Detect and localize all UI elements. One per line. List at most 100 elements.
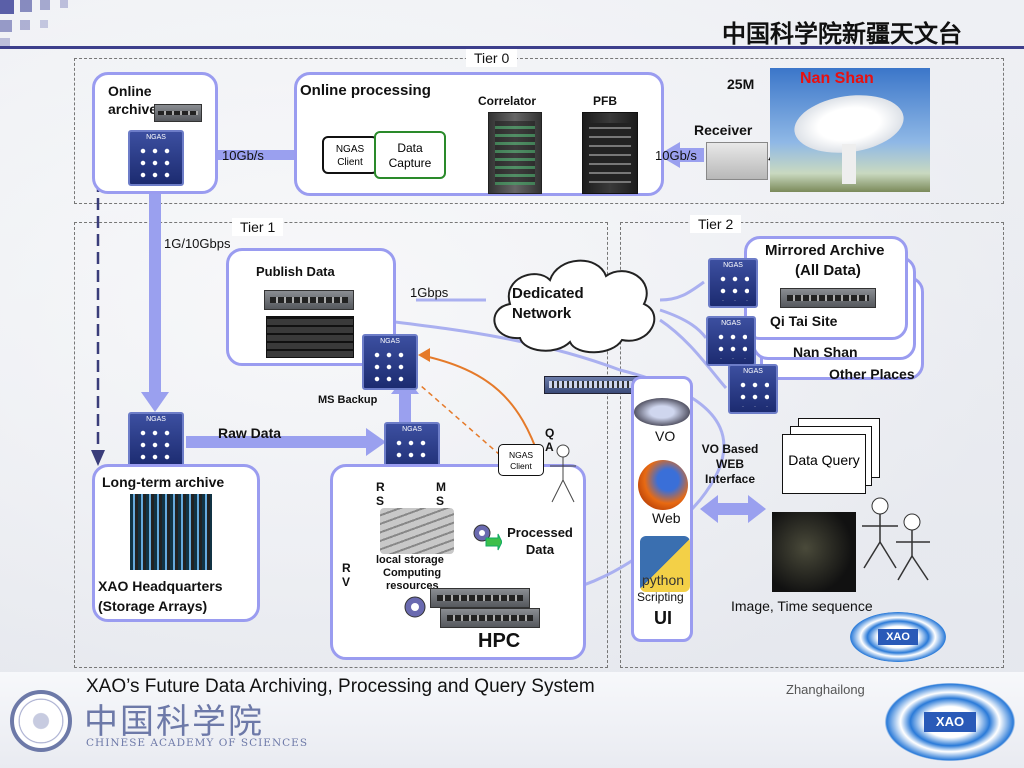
ui-label: UI xyxy=(654,608,672,628)
ms-text: M S xyxy=(436,480,446,508)
cas-chinese-name: 中国科学院 xyxy=(84,702,264,742)
xao-logo-large: XAO xyxy=(880,680,1020,764)
rs-text: R S xyxy=(376,480,385,508)
data-query-doc: Data Query xyxy=(782,434,866,494)
mirror-ngas-icon-1: NGAS xyxy=(708,258,758,308)
qa-label: Q A xyxy=(545,426,555,454)
online-archive-ngas-icon: NGAS xyxy=(128,130,184,186)
receiver-device xyxy=(706,142,768,180)
network-switch xyxy=(544,376,644,394)
xao-logo-small-text: XAO xyxy=(878,629,918,645)
vo-web-label: VO Based WEB Interface xyxy=(698,442,762,487)
xao-logo-large-text: XAO xyxy=(924,712,976,732)
rate-right: 10Gb/s xyxy=(655,148,697,163)
rv-label: R V xyxy=(342,561,352,589)
publish-server-array xyxy=(266,316,354,358)
image-time-label: Image, Time sequence xyxy=(731,598,873,614)
site-name-label: Nan Shan xyxy=(800,70,874,87)
vo-web-text: VO Based WEB Interface xyxy=(701,442,759,486)
data-capture-text: Data Capture xyxy=(388,141,432,170)
cas-english-name: CHINESE ACADEMY OF SCIENCES xyxy=(86,737,309,749)
tier1-box xyxy=(74,222,608,668)
xao-logo-small: XAO xyxy=(850,612,946,662)
mirrored-archive-label: Mirrored Archive xyxy=(765,242,885,259)
ngas-client-text: NGAS Client xyxy=(335,144,365,168)
dedicated-network-text: Dedicated Network xyxy=(512,285,584,322)
dish-size-label: 25M xyxy=(727,76,755,92)
storage-arrays-label: (Storage Arrays) xyxy=(98,598,208,614)
online-archive-label: Online archive xyxy=(108,83,158,117)
mirror-ngas-icon-2: NGAS xyxy=(706,316,756,366)
publish-server-top xyxy=(264,290,354,310)
nanshan-label: Nan Shan xyxy=(793,344,858,360)
firefox-icon[interactable] xyxy=(638,460,688,510)
ngas-client-box: NGAS Client xyxy=(322,136,378,174)
data-query-text: Data Query xyxy=(788,452,860,468)
telescope-photo xyxy=(770,68,930,192)
link-rate-label: 1G/10Gbps xyxy=(164,236,231,251)
scripting-label: Scripting xyxy=(637,590,684,604)
rs-label: R S xyxy=(376,480,386,508)
vo-label: VO xyxy=(655,428,676,444)
publish-ngas-icon: NGAS xyxy=(362,334,418,390)
local-storage-label: local storage xyxy=(376,554,444,566)
other-places-label: Other Places xyxy=(829,366,915,382)
data-capture-box: Data Capture xyxy=(374,131,446,179)
dedicated-network-label: Dedicated Network xyxy=(512,284,612,324)
hpc-label: HPC xyxy=(478,630,521,652)
qitai-label: Qi Tai Site xyxy=(770,313,838,329)
correlator-rack xyxy=(488,112,542,194)
image-sequence-photo xyxy=(772,512,856,592)
ms-backup-label: MS Backup xyxy=(318,394,378,406)
pfb-rack xyxy=(582,112,638,194)
longterm-archive-label: Long-term archive xyxy=(102,474,225,490)
web-label: Web xyxy=(652,510,681,526)
python-logo-icon[interactable] xyxy=(640,536,690,592)
compute-gear-icon xyxy=(400,592,430,622)
dedicated-network-cloud xyxy=(480,248,666,360)
hpc-server-1 xyxy=(430,588,530,608)
receiver-label: Receiver xyxy=(694,122,753,138)
cas-emblem-icon xyxy=(10,690,72,752)
storage-arrays-photo xyxy=(130,494,212,570)
online-archive-server xyxy=(154,104,202,122)
footer-band xyxy=(0,672,1024,768)
tier2-label: Tier 2 xyxy=(690,215,742,233)
qa-text: Q A xyxy=(545,426,555,454)
resources-label: resources xyxy=(386,580,439,592)
xao-hq-label: XAO Headquarters xyxy=(98,578,223,594)
ms-label: M S xyxy=(436,480,446,508)
hpc-ngas-client-text: NGAS Client xyxy=(508,450,534,471)
pfb-label: PFB xyxy=(593,94,617,108)
python-label: python xyxy=(642,572,685,588)
header-title: 中国科学院新疆天文台 xyxy=(722,20,962,48)
online-processing-label: Online processing xyxy=(300,82,431,99)
publish-data-label: Publish Data xyxy=(256,264,335,279)
hpc-ngas-client-box: NGAS Client xyxy=(498,444,544,476)
correlator-label: Correlator xyxy=(478,94,537,108)
footer-caption: XAO’s Future Data Archiving, Processing … xyxy=(86,676,595,697)
processed-data-label: Processed Data xyxy=(502,524,578,558)
footer-author: Zhanghailong xyxy=(786,682,865,697)
tier1-label: Tier 1 xyxy=(232,218,284,236)
tier2-box xyxy=(620,222,1004,668)
net-rate-label: 1Gbps xyxy=(410,285,449,300)
header-rule xyxy=(0,46,1024,49)
all-data-label: (All Data) xyxy=(795,262,861,279)
users-icon xyxy=(858,496,934,582)
vo-logo-icon[interactable] xyxy=(634,398,690,426)
rate-left: 10Gb/s xyxy=(222,148,264,163)
processed-data-text: Processed Data xyxy=(507,525,573,557)
computing-label: Computing xyxy=(383,567,442,579)
hpc-server-2 xyxy=(440,608,540,628)
mirror-server xyxy=(780,288,876,308)
raw-ngas-icon: NGAS xyxy=(128,412,184,468)
local-storage-disks xyxy=(380,508,454,554)
raw-data-label: Raw Data xyxy=(218,425,282,441)
tier0-box xyxy=(74,58,1004,204)
qa-person-icon xyxy=(548,444,578,504)
mirror-ngas-icon-3: NGAS xyxy=(728,364,778,414)
processed-gear-icon xyxy=(470,520,502,552)
rv-text: R V xyxy=(342,561,351,589)
tier0-label: Tier 0 xyxy=(466,49,518,67)
